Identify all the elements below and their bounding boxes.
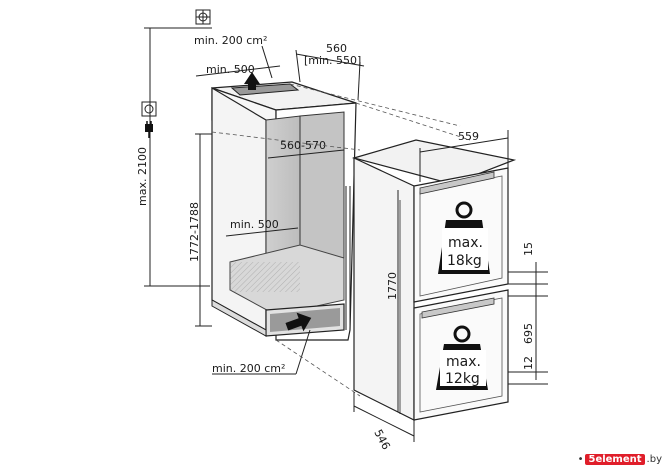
weight-icon-upper: max. 18kg	[438, 201, 490, 274]
guide-lines	[211, 83, 471, 397]
label-niche-depth-min: [min. 550]	[304, 54, 361, 67]
lower-handle	[421, 297, 495, 319]
airflow-up-arrow	[244, 72, 260, 90]
fridge-side	[353, 157, 415, 421]
upper-handle	[419, 171, 495, 195]
watermark-brand: 5element	[585, 453, 645, 465]
label-gap-bottom: 12	[522, 356, 535, 370]
top-vent	[230, 83, 300, 96]
label-fridge-depth: 546	[371, 427, 392, 452]
plug-icon	[145, 121, 153, 138]
label-niche-height: 1772-1788	[188, 202, 201, 262]
label-niche-depth: 560	[326, 42, 347, 55]
weight-upper-max: max.	[448, 235, 483, 251]
weight-icon-lower: max. 12kg	[436, 325, 488, 390]
fridge-appliance	[345, 139, 517, 421]
label-door-lower: 695	[522, 323, 535, 344]
label-inner-depth: min. 500	[230, 218, 279, 231]
site-watermark: • 5element .by	[575, 451, 664, 467]
label-top-depth: min. 500	[206, 63, 255, 76]
weight-lower-kg: 12kg	[445, 371, 480, 387]
niche-cabinet	[211, 81, 357, 341]
airflow-arrows	[244, 72, 312, 332]
socket-icon	[141, 101, 157, 117]
label-gap-top: 15	[522, 242, 535, 256]
label-fridge-height: 1770	[386, 272, 399, 300]
vent-symbol-top	[195, 9, 211, 25]
label-niche-width: 560-570	[280, 139, 326, 152]
fridge-top	[351, 139, 517, 185]
airflow-in-arrow	[285, 312, 312, 332]
label-fridge-width: 559	[458, 130, 479, 143]
label-bottom-vent: min. 200 cm²	[212, 362, 285, 375]
weight-lower-max: max.	[446, 354, 481, 370]
max-height-dimension	[144, 27, 212, 287]
weight-upper-kg: 18kg	[447, 253, 482, 269]
label-max-height: max. 2100	[136, 147, 149, 206]
label-top-vent: min. 200 cm²	[194, 34, 267, 47]
watermark-dot: •	[575, 453, 586, 465]
watermark-domain: .by	[644, 453, 664, 465]
